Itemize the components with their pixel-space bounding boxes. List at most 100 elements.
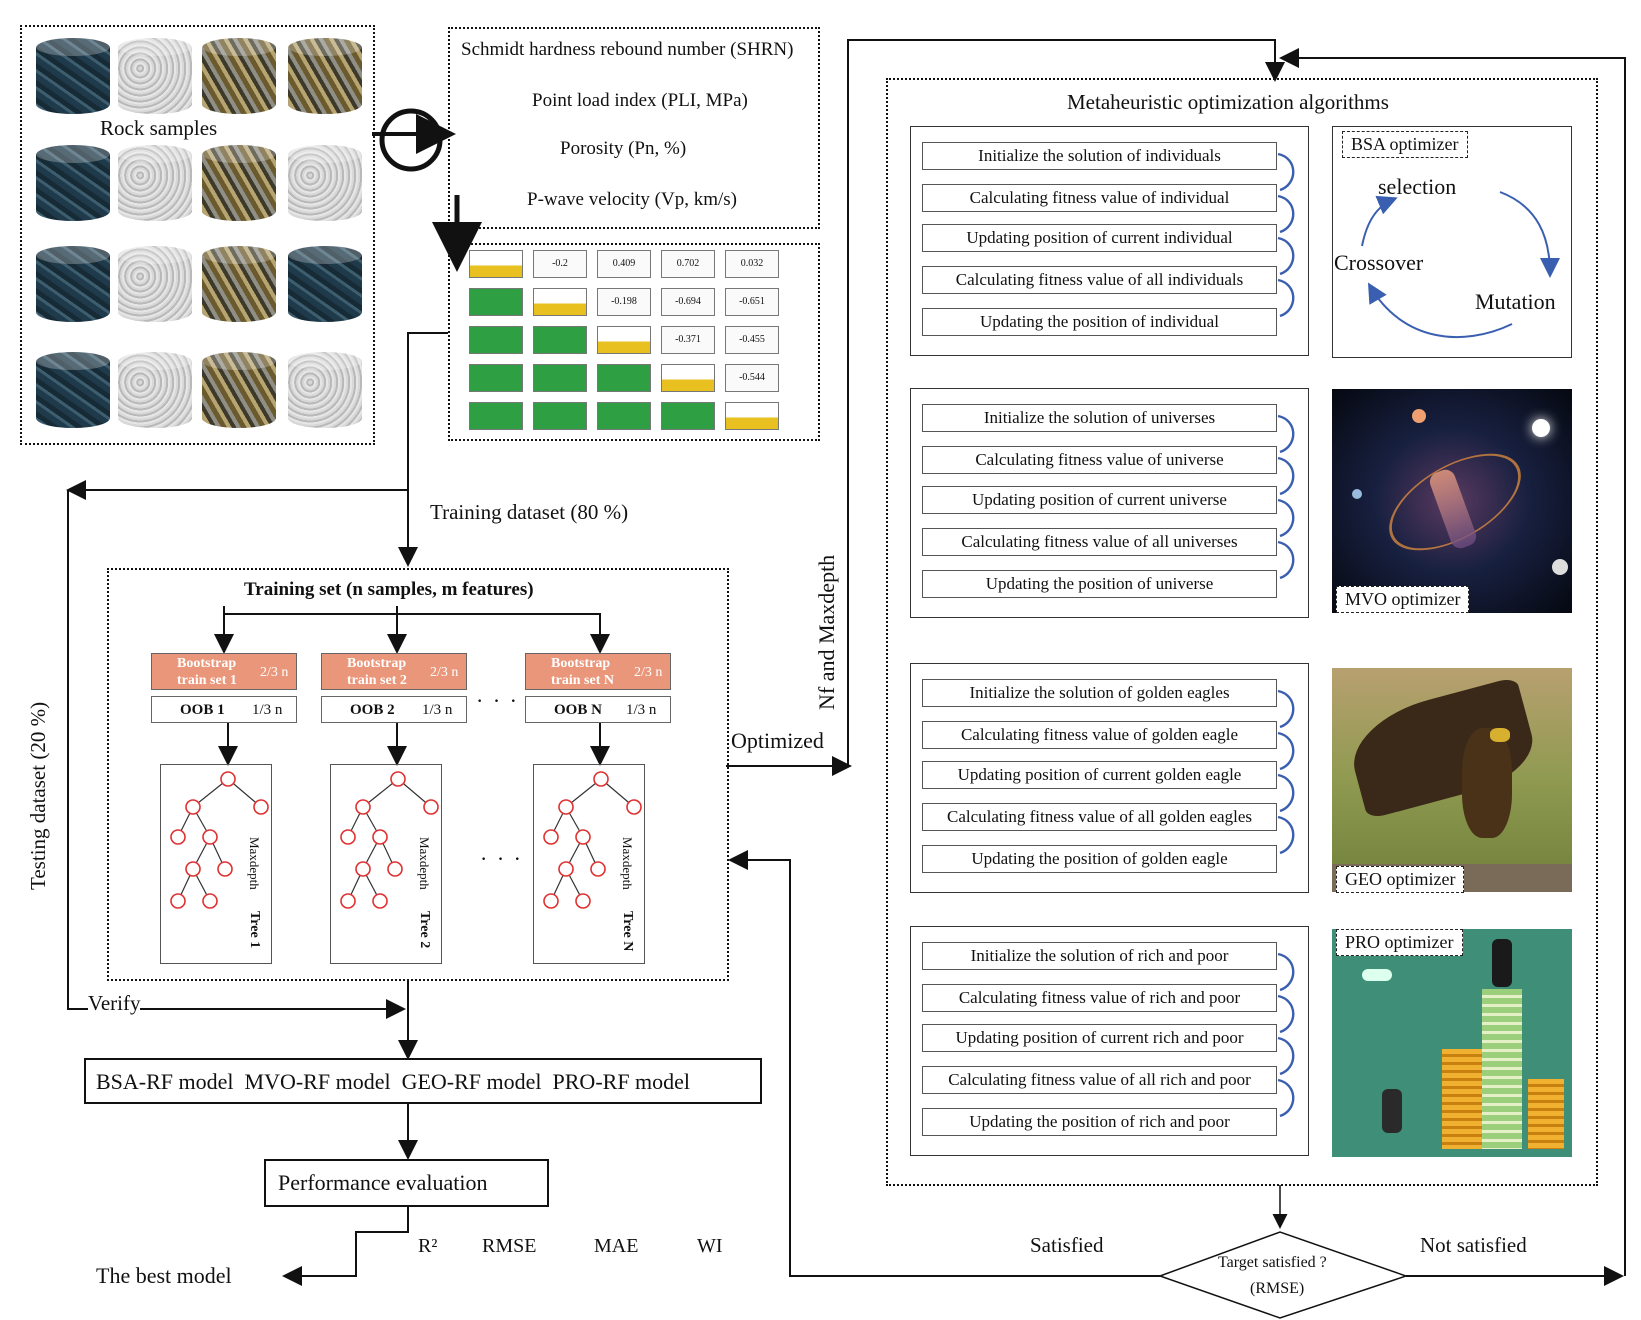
histogram-cell <box>533 288 587 316</box>
target-question: Target satisfied ? <box>1218 1254 1327 1271</box>
metric-wi: WI <box>697 1235 723 1257</box>
tree-label: Tree 2 <box>417 911 432 949</box>
corr-value-cell: -0.694 <box>661 288 715 316</box>
tree-node <box>390 771 406 787</box>
nf-maxdepth-label: Nf and Maxdepth <box>814 554 839 710</box>
feature-pwave: P-wave velocity (Vp, km/s) <box>527 189 738 210</box>
target-metric: (RMSE) <box>1250 1280 1305 1297</box>
rock-samples-panel <box>20 25 375 445</box>
rock-sample-image <box>288 145 362 221</box>
bootstrap-label: Bootstrap <box>177 656 237 671</box>
tree-node <box>558 861 574 877</box>
models-label: BSA-RF model MVO-RF model GEO-RF model P… <box>96 1069 691 1094</box>
optimizer-step: Calculating fitness value of all individ… <box>922 266 1277 294</box>
mvo-tag: MVO optimizer <box>1336 586 1470 613</box>
metric-mae: MAE <box>594 1235 639 1257</box>
training-set-arrows <box>214 606 610 766</box>
tree-graph <box>340 771 439 909</box>
rock-sample-image <box>36 145 110 221</box>
contour-cell <box>469 364 523 392</box>
fraction-two-thirds: 2/3 n <box>260 665 289 680</box>
tree-node <box>185 799 201 815</box>
rock-sample-image <box>202 145 276 221</box>
contour-cell <box>469 402 523 430</box>
optimizer-step: Calculating fitness value of all rich an… <box>922 1066 1277 1094</box>
rock-sample-image <box>36 246 110 322</box>
optimizer-steps-box <box>910 663 1309 893</box>
optimizer-step: Updating the position of golden eagle <box>922 845 1277 873</box>
contour-cell <box>661 402 715 430</box>
tree-node <box>575 829 591 845</box>
training-set-panel <box>107 568 729 981</box>
bsa-crossover: Crossover <box>1334 250 1424 275</box>
contour-cell <box>533 402 587 430</box>
tree-node <box>372 893 388 909</box>
feature-porosity: Porosity (Pn, %) <box>560 138 687 159</box>
contour-cell <box>597 364 651 392</box>
tree-node <box>340 829 356 845</box>
rock-sample-image <box>288 352 362 428</box>
train-set-label: train set N <box>551 673 614 688</box>
optimizer-steps-box <box>910 926 1309 1156</box>
tree-node <box>253 799 269 815</box>
rock-sample-image <box>288 246 362 322</box>
tree-node <box>170 893 186 909</box>
tree-node <box>355 799 371 815</box>
optimizer-step: Updating the position of individual <box>922 308 1277 336</box>
dots-2: · · · <box>480 846 523 871</box>
fraction-two-thirds: 2/3 n <box>430 665 459 680</box>
corr-value-cell: 0.032 <box>725 250 779 278</box>
fraction-one-third: 1/3 n <box>626 702 657 718</box>
histogram-cell <box>469 250 523 278</box>
optimizer-step: Calculating fitness value of universe <box>922 446 1277 474</box>
geo-tag: GEO optimizer <box>1336 866 1465 893</box>
tree-node <box>170 829 186 845</box>
arrow-matrix-split <box>407 332 448 490</box>
geo-image <box>1332 668 1572 892</box>
metric-r2: R² <box>418 1235 438 1257</box>
optimizer-steps-box <box>910 126 1309 356</box>
bsa-mutation: Mutation <box>1475 289 1556 314</box>
tree-node <box>558 799 574 815</box>
rock-sample-image <box>202 352 276 428</box>
verify-label: Verify <box>88 991 141 1015</box>
satisfied-label: Satisfied <box>1030 1233 1104 1257</box>
corr-value-cell: -0.2 <box>533 250 587 278</box>
tree-node <box>543 893 559 909</box>
arrow-loop-back <box>1279 48 1626 1276</box>
contour-cell <box>533 326 587 354</box>
contour-cell <box>469 288 523 316</box>
rock-sample-image <box>118 38 192 114</box>
tree-node <box>202 893 218 909</box>
rock-samples-label: Rock samples <box>96 118 222 139</box>
optimizer-step: Updating position of current golden eagl… <box>922 761 1277 789</box>
oob-label: OOB N <box>554 702 602 718</box>
training-dataset-label: Training dataset (80 %) <box>430 500 629 524</box>
optimizer-steps-box <box>910 388 1309 618</box>
oob-label: OOB 2 <box>350 702 395 718</box>
metaheuristic-panel <box>886 78 1598 1186</box>
metric-rmse: RMSE <box>482 1235 537 1257</box>
corr-value-cell: -0.371 <box>661 326 715 354</box>
contour-cell <box>533 364 587 392</box>
bsa-tag: BSA optimizer <box>1342 131 1468 158</box>
tree-label: Tree 1 <box>247 911 262 949</box>
train-set-label: train set 2 <box>347 673 407 688</box>
rock-sample-image <box>118 352 192 428</box>
bsa-cycle-panel <box>1332 126 1572 358</box>
tree-node <box>372 829 388 845</box>
metaheuristic-title: Metaheuristic optimization algorithms <box>1067 90 1389 114</box>
rock-sample-image <box>288 38 362 114</box>
optimizer-step: Calculating fitness value of golden eagl… <box>922 721 1277 749</box>
rock-sample-image <box>202 246 276 322</box>
tree-node <box>593 771 609 787</box>
dots-1: · · · <box>476 688 519 713</box>
pro-image <box>1332 929 1572 1157</box>
rock-sample-image <box>202 38 276 114</box>
optimizer-step: Updating position of current universe <box>922 486 1277 514</box>
decision-diamond <box>1157 1231 1409 1319</box>
step-loop-arrows <box>1277 152 1295 318</box>
